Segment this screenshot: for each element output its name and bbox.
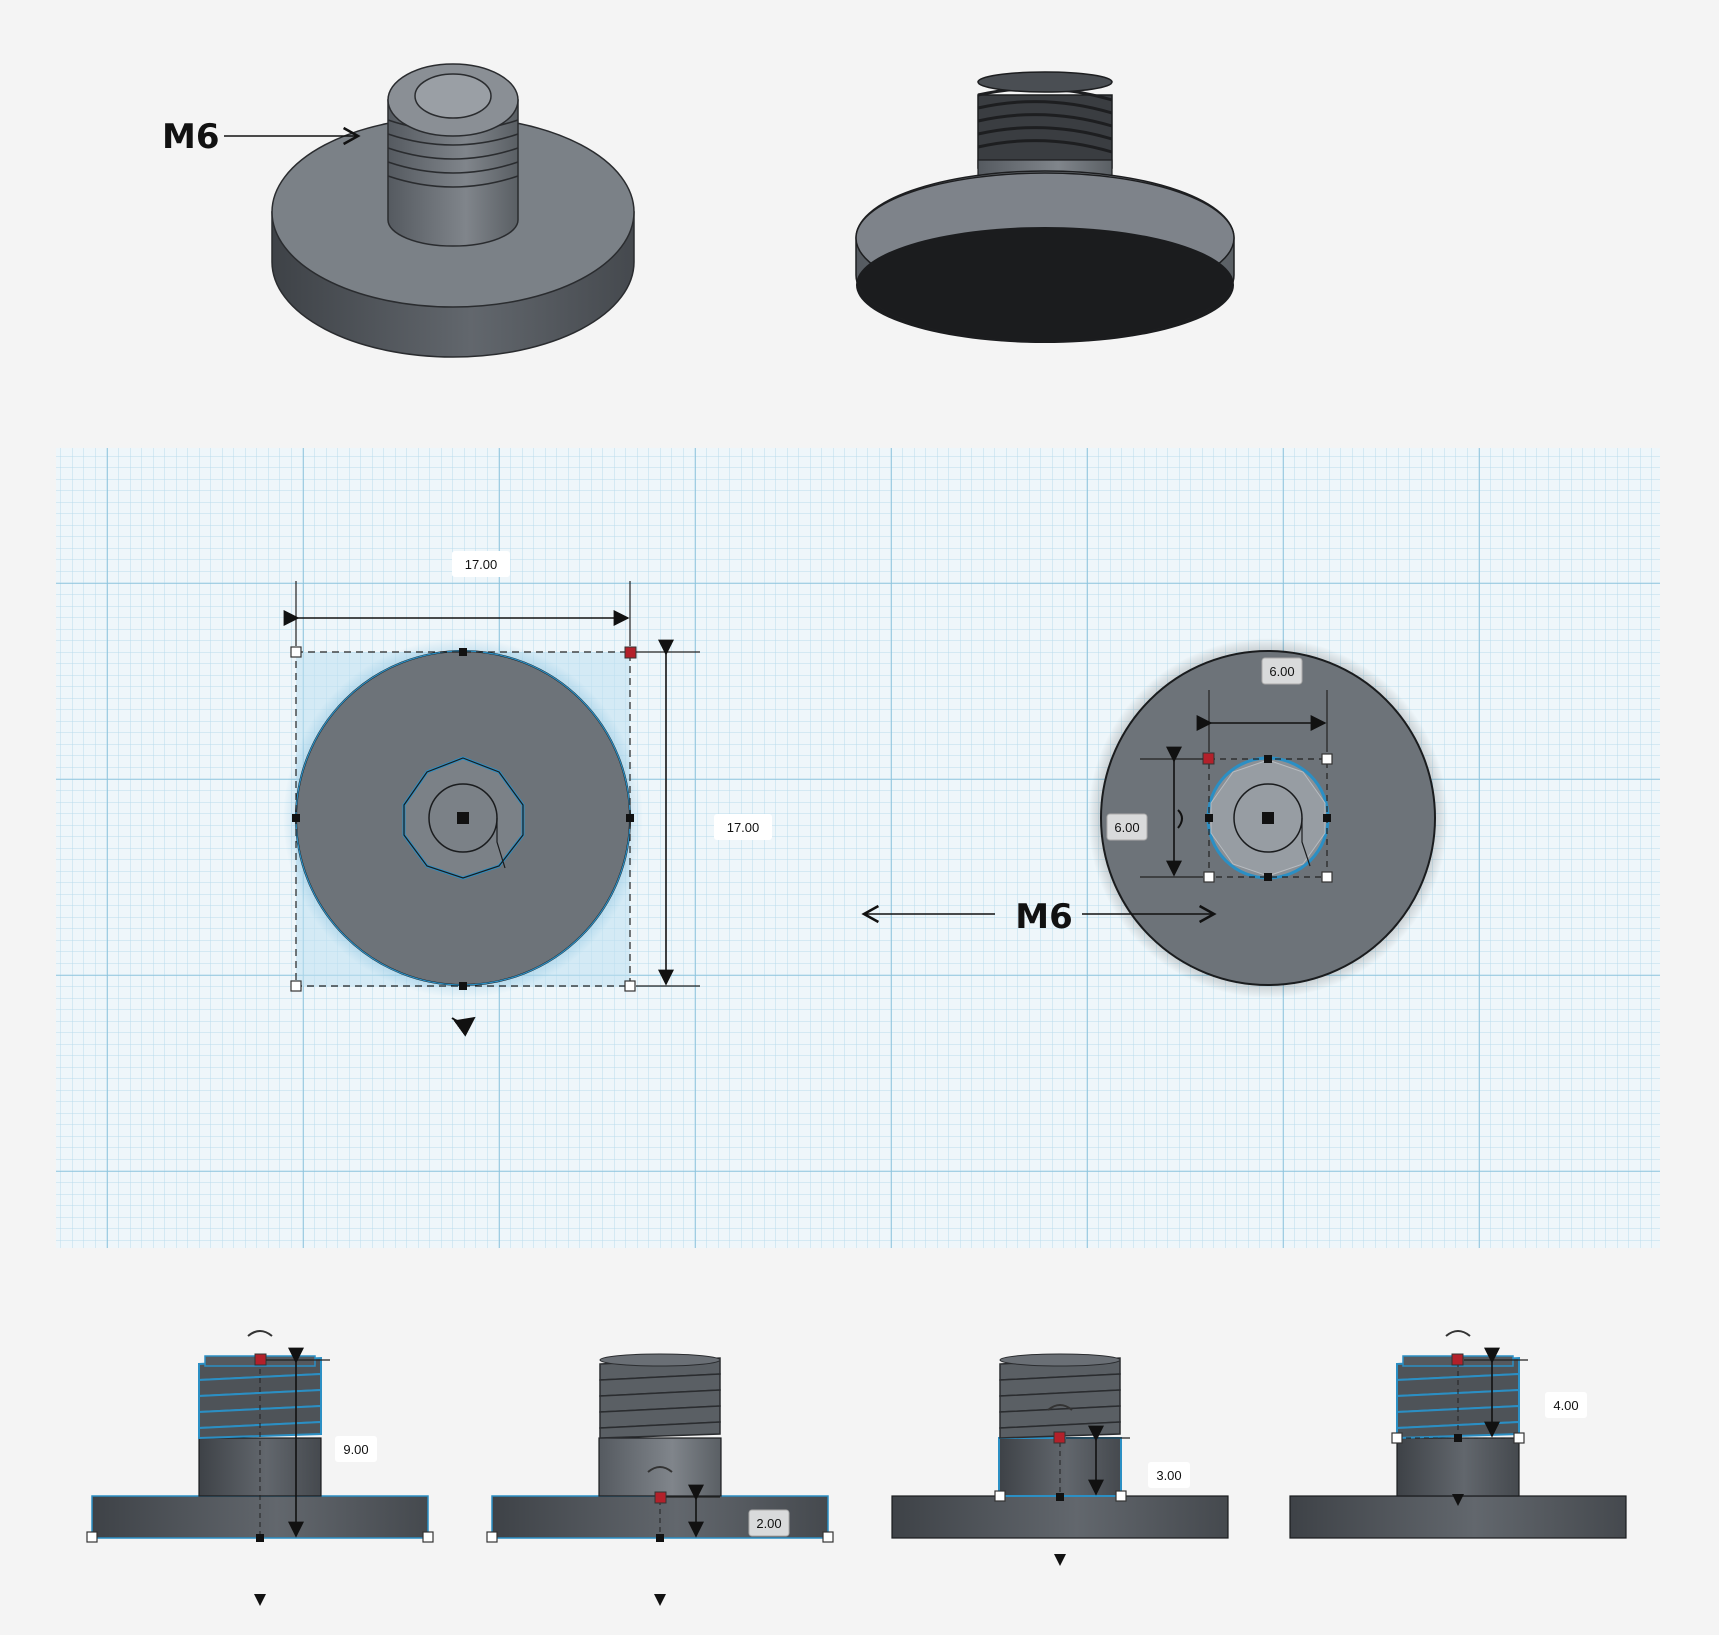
thread-callout-center: M6 — [861, 897, 1217, 937]
rotate-arrow-icon — [1445, 1330, 1471, 1337]
thread-depth-label: 6.00 — [1114, 820, 1139, 835]
side-view-neck-height[interactable]: 3.00 — [891, 1353, 1229, 1566]
total-height-label: 9.00 — [343, 1442, 368, 1457]
thread-label-center: M6 — [1015, 897, 1073, 937]
rotate-arrow-icon — [1047, 1404, 1073, 1411]
disc-with-thread-selected[interactable]: 6.00 6.00 — [1088, 638, 1448, 998]
thread-width-label: 6.00 — [1269, 664, 1294, 679]
thread-height-label: 4.00 — [1553, 1398, 1578, 1413]
thread-label-top: M6 — [162, 117, 220, 157]
width-dimension-label: 17.00 — [465, 557, 498, 572]
base-height-label: 2.00 — [756, 1516, 781, 1531]
base-disc-selected[interactable]: 17.00 17.00 — [283, 551, 772, 1037]
height-handle — [624, 646, 637, 659]
depth-dimension-label: 17.00 — [727, 820, 760, 835]
drop-arrow-icon — [254, 1594, 266, 1606]
side-view-total-height[interactable]: 9.00 — [86, 1330, 434, 1606]
side-view-base-height[interactable]: 2.00 — [486, 1353, 834, 1606]
rotate-arrow-icon — [451, 1016, 476, 1037]
neck-height-label: 3.00 — [1156, 1468, 1181, 1483]
rotate-arrow-icon — [647, 1466, 673, 1473]
drop-arrow-icon — [1054, 1554, 1066, 1566]
corner-handle — [624, 980, 636, 992]
side-view-thread-height[interactable]: 4.00 — [1289, 1330, 1627, 1539]
drop-arrow-icon — [654, 1594, 666, 1606]
corner-handle — [290, 980, 302, 992]
screw-3d-top-view: M6 — [162, 63, 635, 358]
screw-3d-bottom-view — [855, 71, 1235, 343]
rotate-arrow-icon — [247, 1330, 273, 1337]
corner-handle — [290, 646, 302, 658]
drop-arrow-icon — [1452, 1494, 1464, 1506]
